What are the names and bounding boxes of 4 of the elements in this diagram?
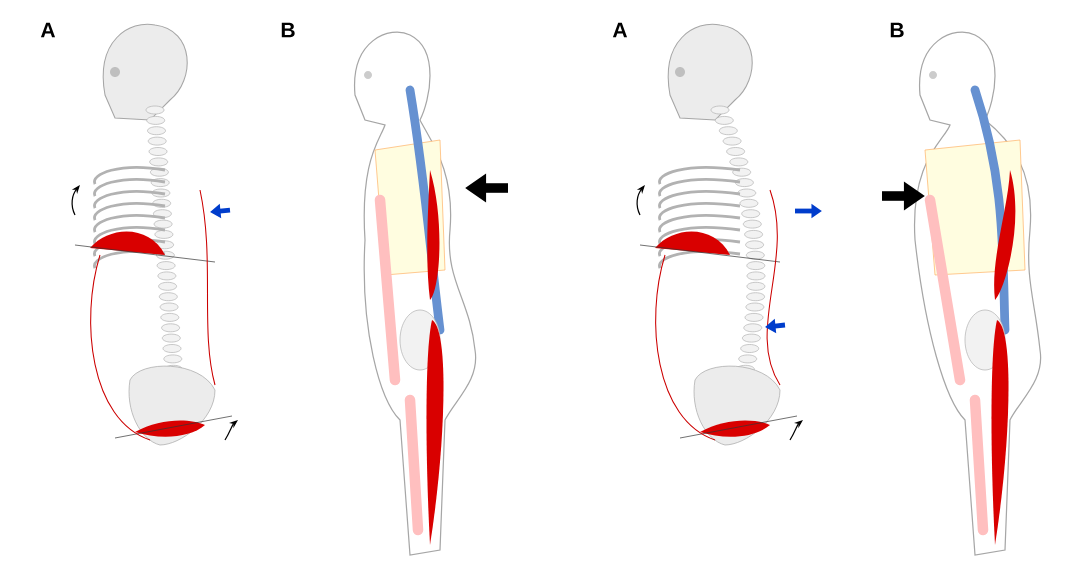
- panel-letter: B: [890, 22, 904, 38]
- panel-letter: A: [40, 22, 56, 38]
- panel-letter: A: [612, 22, 628, 38]
- panel-letter: B: [281, 22, 295, 38]
